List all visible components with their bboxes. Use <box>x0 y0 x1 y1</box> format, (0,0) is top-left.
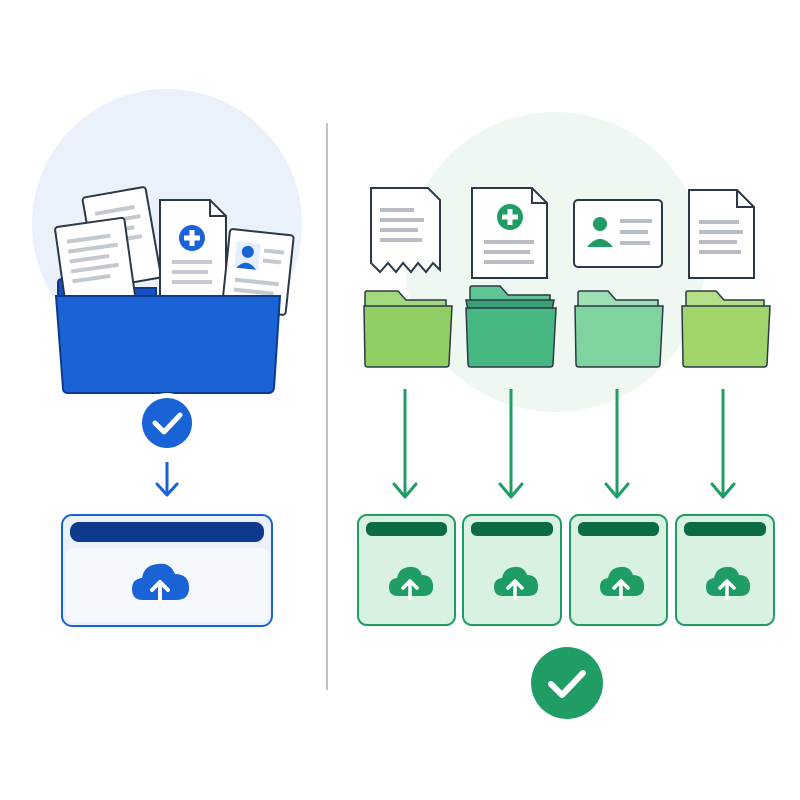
cloud-upload-bin-icon <box>675 514 775 626</box>
cloud-upload-icon <box>389 566 434 600</box>
torn-receipt-document-icon <box>370 187 441 274</box>
cloud-upload-bin-icon <box>357 514 456 626</box>
id-card-icon <box>573 199 663 268</box>
arrow-down-icon <box>498 389 524 499</box>
medical-cross-document-icon <box>471 187 548 279</box>
cloud-upload-bin-icon <box>462 514 562 626</box>
arrow-down-icon <box>155 462 179 497</box>
green-folder-icon <box>363 290 453 368</box>
stacked-green-folder-icon <box>465 285 557 368</box>
column-3 <box>569 199 668 626</box>
right-panel <box>357 187 775 719</box>
lines-document-icon <box>54 216 137 310</box>
column-4 <box>675 189 775 626</box>
medical-cross-document-icon <box>159 199 227 305</box>
left-panel <box>54 186 295 627</box>
cloud-upload-bin-icon <box>61 514 273 627</box>
person-profile-document-icon <box>221 228 295 316</box>
check-circle-icon <box>137 393 197 453</box>
column-2 <box>462 187 562 626</box>
green-folder-icon <box>681 290 771 368</box>
cloud-upload-icon <box>706 566 751 600</box>
cloud-upload-icon <box>494 566 539 600</box>
cloud-upload-icon <box>132 563 190 604</box>
green-folder-icon <box>574 290 664 368</box>
blue-folder-icon <box>54 295 282 394</box>
cloud-upload-bin-icon <box>569 514 668 626</box>
arrow-down-icon <box>604 389 630 499</box>
cloud-upload-icon <box>600 566 645 600</box>
column-1 <box>357 187 456 626</box>
lines-document-icon <box>688 189 755 279</box>
arrow-down-icon <box>710 389 736 499</box>
check-circle-icon <box>531 647 603 719</box>
arrow-down-icon <box>392 389 418 499</box>
